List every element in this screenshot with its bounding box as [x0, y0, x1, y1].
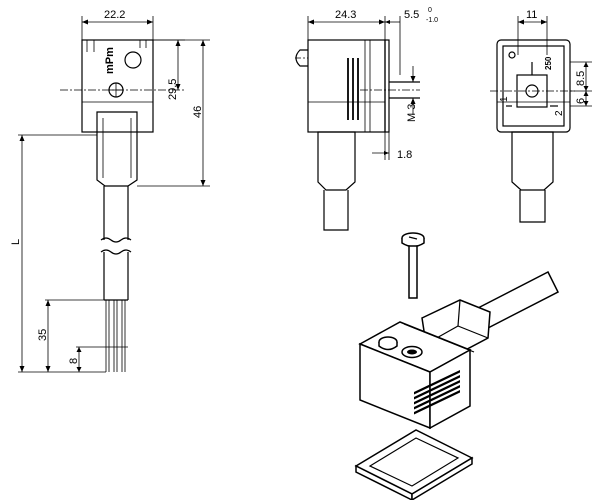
front-width-label: 22.2 [104, 9, 125, 21]
pitch-label: 8.5 [575, 71, 587, 86]
side-housing [307, 39, 386, 133]
pin-width-label: 11 [526, 9, 537, 21]
front-total-height-label: 46 [192, 106, 204, 118]
pin-view: 11 250 1 2 8.5 6 [490, 9, 592, 223]
side-view: 24.3 5.5 0 -1.0 M 3 [295, 7, 438, 231]
strip-length-label: 35 [37, 329, 49, 341]
thickness-label: 1.8 [397, 149, 412, 161]
pin-housing [496, 39, 571, 133]
isometric-screw [401, 232, 425, 299]
isometric-ribs [414, 370, 460, 415]
front-view: 22.2 mPm [10, 9, 210, 373]
side-width-label: 24.3 [335, 9, 356, 21]
isometric-gasket [354, 429, 474, 500]
rating-text: 250 [544, 56, 553, 70]
isometric-view [354, 232, 560, 500]
side-offset-tol-upper: 0 [428, 7, 432, 14]
length-label: L [10, 239, 22, 245]
side-offset-label: 5.5 [404, 9, 419, 21]
front-height-label: 29.5 [167, 79, 179, 100]
thread-label: M 3 [406, 104, 418, 122]
half-label: 6 [575, 98, 587, 104]
front-logo: mPm [104, 47, 116, 74]
led-window [124, 51, 142, 69]
pin-label-1: 1 [499, 96, 510, 102]
tip-length-label: 8 [68, 358, 80, 364]
pin-label-2: 2 [554, 110, 565, 116]
side-cable-gland [317, 131, 356, 191]
isometric-right-face [429, 348, 471, 430]
pin-cable-gland [511, 131, 554, 191]
front-housing [81, 39, 154, 133]
side-offset-tol-lower: -1.0 [426, 17, 438, 24]
front-cable [103, 186, 129, 240]
